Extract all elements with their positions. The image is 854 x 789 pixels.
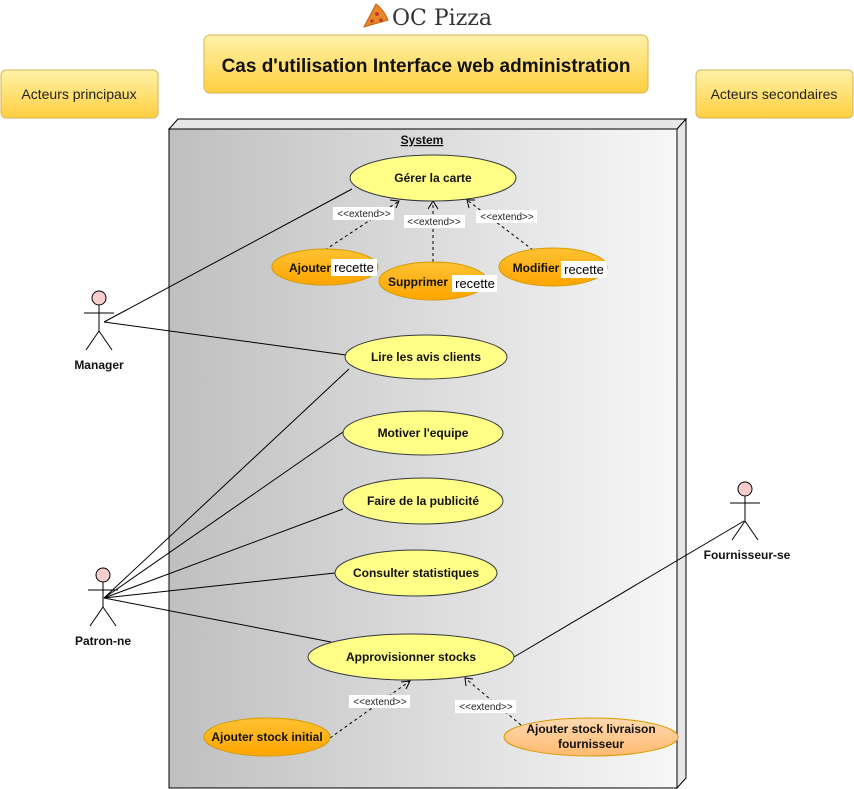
system-label: System [401, 133, 444, 147]
assoc-manager-lire-avis [103, 321, 347, 356]
stick-figure-icon [88, 567, 118, 627]
use-case-label-suffix: recette [334, 260, 374, 275]
use-case-label: Ajouter stock initial [211, 730, 322, 744]
logo-text: OC Pizza [392, 6, 492, 31]
use-case-label-suffix: recette [455, 276, 495, 291]
actor-fournisseur[interactable]: Fournisseur-se [704, 481, 791, 562]
stick-figure-icon [730, 481, 760, 541]
secondary-actors-box: Acteurs secondaires [695, 69, 854, 119]
use-case-label: Supprimer [388, 275, 448, 289]
extend-label-livraison: <<extend>> [459, 702, 513, 713]
assoc-patron-motiver [103, 431, 344, 599]
use-case-label: Consulter statistiques [353, 566, 479, 580]
title-box: Cas d'utilisation Interface web administ… [203, 34, 649, 94]
use-case-label: Motiver l'equipe [378, 426, 469, 440]
use-case-label: Approvisionner stocks [346, 650, 476, 664]
actor-label: Manager [74, 358, 124, 372]
associations [103, 188, 745, 658]
stick-figure-icon [84, 290, 114, 351]
actor-manager[interactable]: Manager [74, 290, 124, 372]
use-case-stock-livraison[interactable]: Ajouter stock livraison fournisseur [503, 717, 679, 757]
use-case-gerer-carte[interactable]: Gérer la carte [349, 154, 517, 202]
primary-actors-box: Acteurs principaux [0, 69, 159, 119]
use-case-label: Gérer la carte [394, 171, 472, 185]
extend-stock-initial-to-approvisionner [329, 680, 411, 739]
extend-label-stock-initial: <<extend>> [353, 697, 407, 708]
actor-label: Fournisseur-se [704, 548, 791, 562]
use-case-label: Lire les avis clients [371, 350, 481, 364]
use-case-supprimer-recette[interactable]: Supprimer recette [378, 261, 497, 301]
extend-label-supprimer: <<extend>> [407, 217, 461, 228]
pizza-slice-icon [363, 3, 389, 28]
use-case-statistiques[interactable]: Consulter statistiques [334, 549, 498, 597]
diagram-title: Cas d'utilisation Interface web administ… [222, 56, 631, 77]
actor-patron[interactable]: Patron-ne [75, 567, 131, 648]
extend-label-ajouter: <<extend>> [337, 209, 391, 220]
use-case-label-line2: fournisseur [558, 737, 624, 751]
assoc-patron-approvisionner [103, 597, 332, 643]
use-case-ajouter-recette[interactable]: Ajouter recette [271, 248, 379, 286]
use-case-modifier-recette[interactable]: Modifier recette [498, 247, 608, 287]
use-case-label: Faire de la publicité [367, 494, 479, 508]
assoc-patron-publicite [103, 508, 344, 599]
extend-labels: <<extend>> <<extend>> <<extend>> <<exten… [333, 207, 537, 713]
use-case-approvisionner[interactable]: Approvisionner stocks [307, 633, 515, 681]
use-case-label-suffix: recette [564, 262, 604, 277]
oc-pizza-logo: OC Pizza [359, 0, 492, 32]
extend-relations [324, 199, 534, 739]
use-case-label: Modifier [513, 261, 560, 275]
actor-label: Patron-ne [75, 634, 131, 648]
assoc-patron-statistiques [103, 572, 336, 599]
use-case-lire-avis[interactable]: Lire les avis clients [344, 334, 508, 380]
use-case-publicite[interactable]: Faire de la publicité [342, 477, 504, 525]
extend-label-modifier: <<extend>> [480, 212, 534, 223]
use-case-label: Ajouter [289, 261, 331, 275]
use-case-label: Ajouter stock livraison [526, 722, 655, 736]
use-case-motiver[interactable]: Motiver l'equipe [342, 410, 504, 456]
primary-actors-label: Acteurs principaux [21, 86, 136, 102]
extend-modifier-to-gerer [466, 199, 534, 251]
secondary-actors-label: Acteurs secondaires [711, 86, 838, 102]
assoc-patron-lire-avis [103, 368, 350, 599]
assoc-manager-gerer-carte [103, 188, 353, 323]
assoc-fournisseur-approvisionner [513, 520, 745, 658]
use-case-stock-initial[interactable]: Ajouter stock initial [203, 717, 331, 757]
